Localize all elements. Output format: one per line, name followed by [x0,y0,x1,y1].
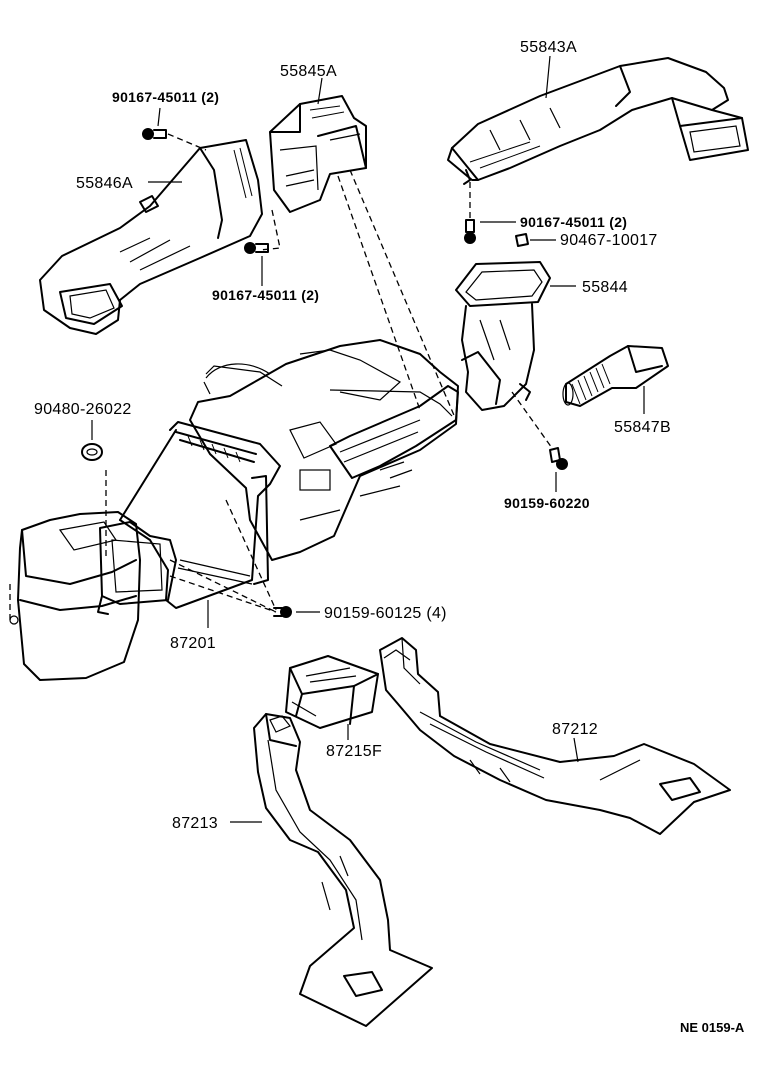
duct-55844 [455,261,551,411]
duct-55846a [39,139,263,335]
dashed-guide-screw-mid [259,209,281,251]
label-87201: 87201 [170,635,216,652]
leader-55845a [317,77,323,105]
label-90167-top-left: 90167-45011 (2) [112,89,219,105]
label-55847b: 55847B [614,419,671,436]
label-90159-60220: 90159-60220 [504,495,590,511]
dashed-guide-87201-screws-2 [169,575,277,613]
dashed-guide-87201-screws-3 [225,499,277,611]
label-90467: 90467-10017 [560,232,658,249]
label-55843a: 55843A [520,39,577,56]
label-55846a: 55846A [76,175,133,192]
duct-87212 [379,637,731,835]
screw-90159-60125 [273,606,292,618]
duct-87201 [9,421,281,681]
clip-90467 [515,233,529,247]
label-90480: 90480-26022 [34,401,132,418]
dashed-guide-55845a-b [349,169,457,421]
leader-55843a [545,55,551,99]
label-87212: 87212 [552,721,598,738]
leader-90167-top-left [157,107,161,127]
label-90167-right: 90167-45011 (2) [520,214,627,230]
screw-90167-right [464,182,476,244]
hose-55847b [562,345,669,407]
heater-unit-assembly [189,339,459,561]
reference-code: NE 0159-A [680,1020,745,1035]
label-87215f: 87215F [326,743,382,760]
dashed-guide-55845a-a [337,175,421,411]
screw-90167-mid-left [244,242,269,254]
duct-55845a [269,95,367,213]
grommet-90480 [81,443,103,461]
label-90159-60125: 90159-60125 (4) [324,605,447,622]
leader-87212 [573,737,579,763]
label-55844: 55844 [582,279,628,296]
label-55845a: 55845A [280,63,337,80]
screw-90159-60220 [511,391,568,470]
label-87213: 87213 [172,815,218,832]
label-90167-mid-left: 90167-45011 (2) [212,287,319,303]
connector-87215f [285,655,379,729]
duct-87213 [253,713,433,1027]
screw-90167-top-left [142,128,207,151]
duct-55843a [447,57,749,185]
